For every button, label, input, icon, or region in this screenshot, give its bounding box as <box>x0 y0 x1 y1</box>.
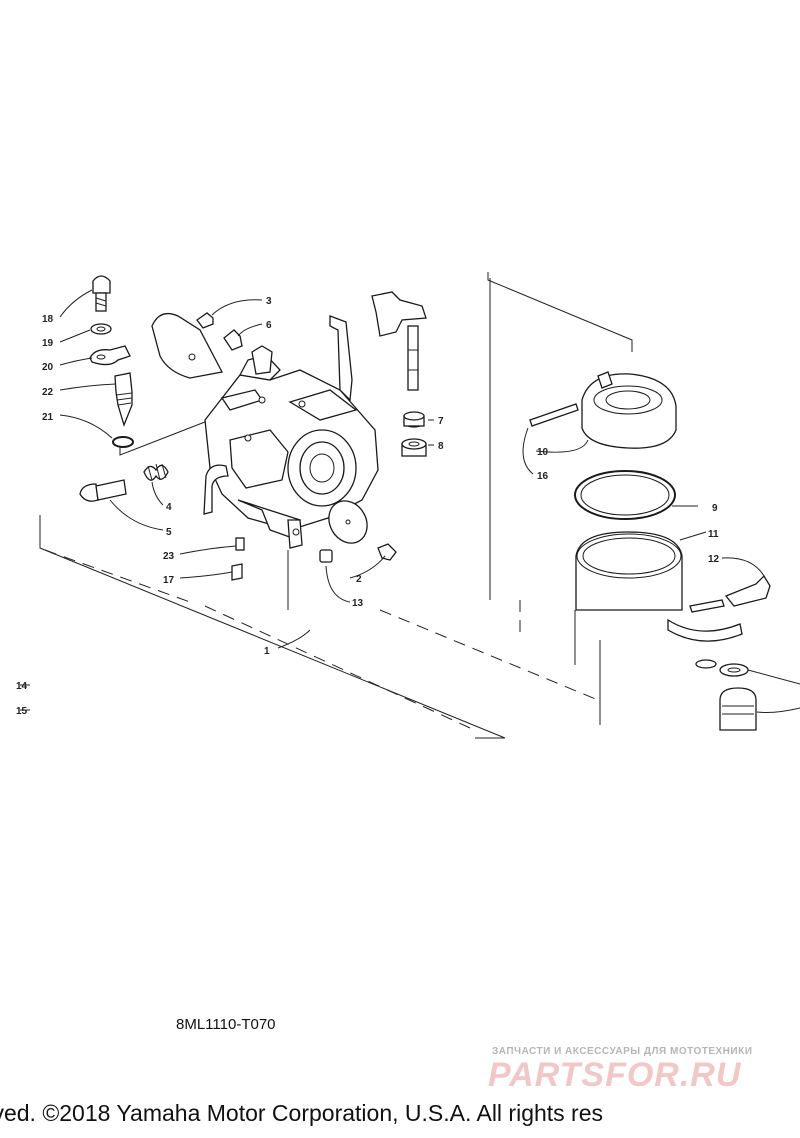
callout-11: 11 <box>708 529 719 540</box>
callout-18: 18 <box>42 314 54 325</box>
part-23-jet <box>235 537 245 551</box>
callout-12: 12 <box>708 554 720 565</box>
callout-7: 7 <box>438 416 444 427</box>
part-21-o-ring <box>112 436 134 448</box>
part-drain-assembly <box>667 599 757 731</box>
part-20-plate <box>89 345 131 366</box>
callout-13: 13 <box>352 598 364 609</box>
part-11-float-bowl <box>575 531 683 611</box>
assembly-boundary-lines <box>39 272 633 739</box>
part-8-seal <box>401 438 427 457</box>
callout-14: 14 <box>16 681 28 692</box>
callout-17: 17 <box>163 575 175 586</box>
callout-19: 19 <box>42 338 54 349</box>
callout-labels: 18 19 20 22 21 3 6 4 5 23 17 2 13 1 7 8 … <box>16 296 720 717</box>
callout-1: 1 <box>264 646 270 657</box>
part-6-screw <box>223 329 243 351</box>
callout-5: 5 <box>166 527 172 538</box>
part-4-spring <box>143 463 169 481</box>
callout-3: 3 <box>266 296 272 307</box>
watermark-tagline: ЗАПЧАСТИ И АКСЕССУАРЫ ДЛЯ МОТОТЕХНИКИ <box>492 1046 753 1057</box>
part-throttle-shaft <box>371 291 427 391</box>
callout-6: 6 <box>266 320 272 331</box>
part-13-plug <box>319 549 333 563</box>
part-5-screw <box>79 479 127 502</box>
part-18-screw <box>92 275 111 312</box>
callout-9: 9 <box>712 503 718 514</box>
part-3-screw <box>196 312 214 329</box>
callout-8: 8 <box>438 441 444 452</box>
leader-lines <box>20 289 800 713</box>
part-2-screw <box>377 543 397 561</box>
part-9-gasket <box>574 470 676 520</box>
part-16-pin <box>529 403 579 427</box>
part-10-float <box>581 371 677 449</box>
part-throttle-plate <box>328 500 368 544</box>
drawing-code: 8ML1110-T070 <box>176 1016 276 1033</box>
part-19-washer <box>90 323 112 335</box>
callout-10: 10 <box>537 447 549 458</box>
callout-21: 21 <box>42 412 54 423</box>
part-1-carburetor-body <box>203 315 379 549</box>
callout-15: 15 <box>16 706 28 717</box>
copyright-notice: erved. ©2018 Yamaha Motor Corporation, U… <box>0 1100 604 1126</box>
part-22-needle-valve <box>114 372 133 427</box>
part-17-clip <box>231 563 243 581</box>
callout-22: 22 <box>42 387 54 398</box>
part-12-screw <box>724 574 771 607</box>
part-7-washer <box>403 411 425 428</box>
watermark-logo: PARTSFOR.RU <box>488 1056 742 1094</box>
callout-23: 23 <box>163 551 175 562</box>
callout-2: 2 <box>356 574 362 585</box>
part-plate <box>151 312 223 379</box>
callout-20: 20 <box>42 362 54 373</box>
callout-4: 4 <box>166 502 172 513</box>
callout-16: 16 <box>537 471 549 482</box>
